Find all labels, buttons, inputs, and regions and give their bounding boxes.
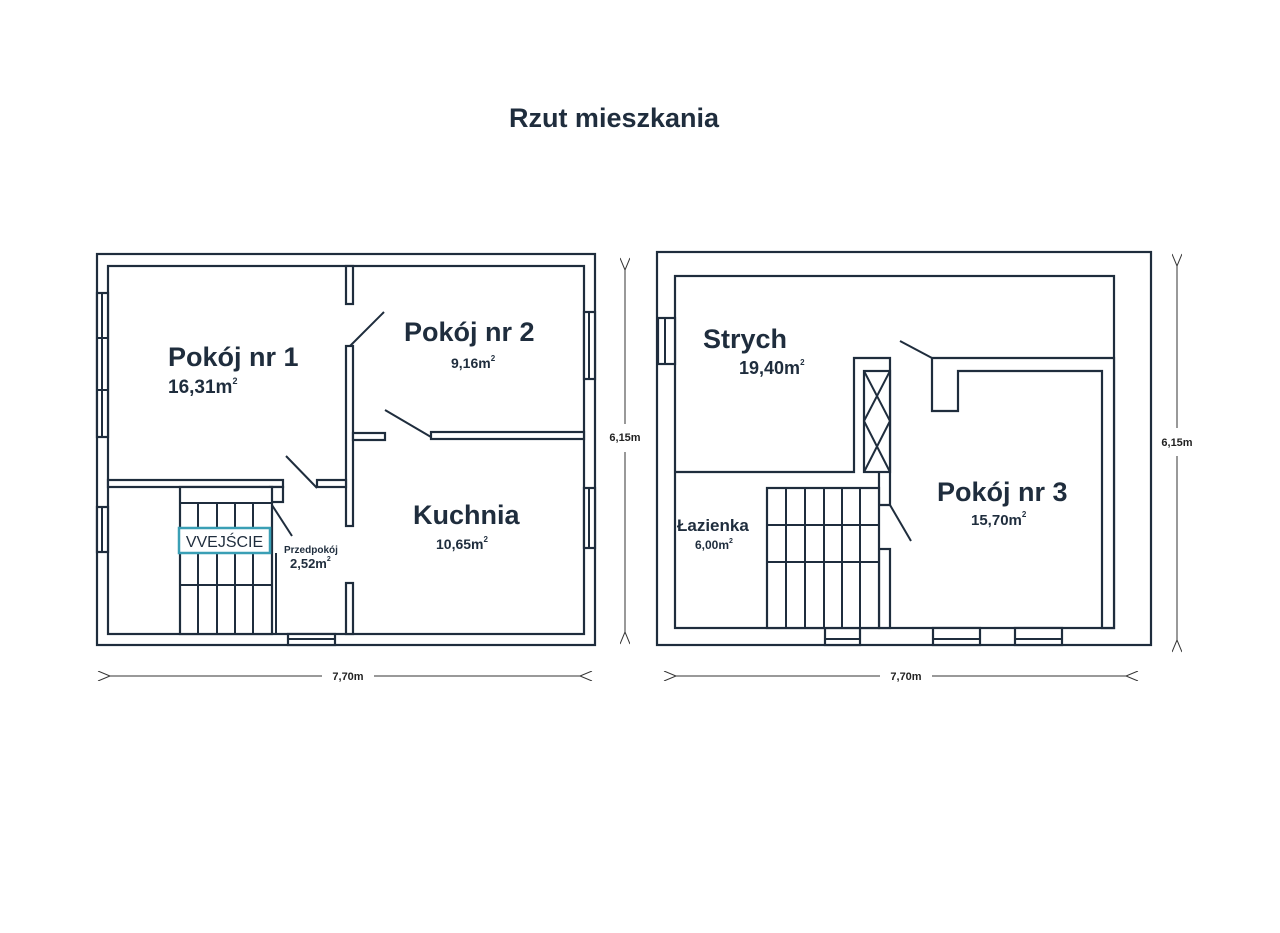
width-dimension: 7,70m xyxy=(890,671,921,683)
room-name: Kuchnia xyxy=(413,500,520,530)
room-area: 15,70m2 xyxy=(971,510,1027,529)
door xyxy=(269,501,293,537)
door xyxy=(889,504,912,542)
wall xyxy=(344,264,355,306)
room-area: 2,52m2 xyxy=(290,556,331,571)
door xyxy=(285,455,318,489)
room-area: 9,16m2 xyxy=(451,354,496,371)
room-area: 10,65m2 xyxy=(436,535,488,552)
stairs xyxy=(765,486,881,630)
wall xyxy=(429,430,586,441)
window xyxy=(582,486,597,550)
room-name: Pokój nr 2 xyxy=(404,317,535,347)
room-name: Pokój nr 1 xyxy=(168,342,299,372)
door xyxy=(349,311,385,347)
ground-floor-plan: VVEJŚCIE Pokój nr 1 16,31m2 Pokój nr 2 9… xyxy=(95,252,641,683)
window xyxy=(931,626,982,647)
wall xyxy=(877,547,892,630)
room-name: Strych xyxy=(703,324,787,354)
door xyxy=(899,340,933,359)
room-name: Łazienka xyxy=(677,516,749,535)
wall xyxy=(351,431,387,442)
entrance-label: VVEJŚCIE xyxy=(186,532,263,551)
room-area: 19,40m2 xyxy=(739,358,805,378)
height-dimension: 6,15m xyxy=(1161,437,1192,449)
stairs xyxy=(178,485,277,636)
window xyxy=(656,316,677,366)
room-area: 16,31m2 xyxy=(168,376,237,398)
wall xyxy=(930,356,1116,630)
window xyxy=(95,505,110,554)
window xyxy=(823,626,862,647)
window xyxy=(286,632,337,647)
room-name: Przedpokój xyxy=(284,545,338,556)
window xyxy=(95,291,110,439)
height-dimension: 6,15m xyxy=(609,432,640,444)
upper-floor-plan: Strych 19,40m2 Pokój nr 3 15,70m2 Łazien… xyxy=(655,250,1193,683)
wall xyxy=(344,581,355,636)
window xyxy=(582,310,597,381)
room-area: 6,00m2 xyxy=(695,538,733,552)
door xyxy=(384,409,432,438)
chimney xyxy=(862,369,892,474)
room-name: Pokój nr 3 xyxy=(937,477,1068,507)
wall xyxy=(315,478,348,489)
page-title: Rzut mieszkania xyxy=(509,103,720,133)
window xyxy=(1013,626,1064,647)
width-dimension: 7,70m xyxy=(332,671,363,683)
entrance-label-box xyxy=(177,526,272,555)
